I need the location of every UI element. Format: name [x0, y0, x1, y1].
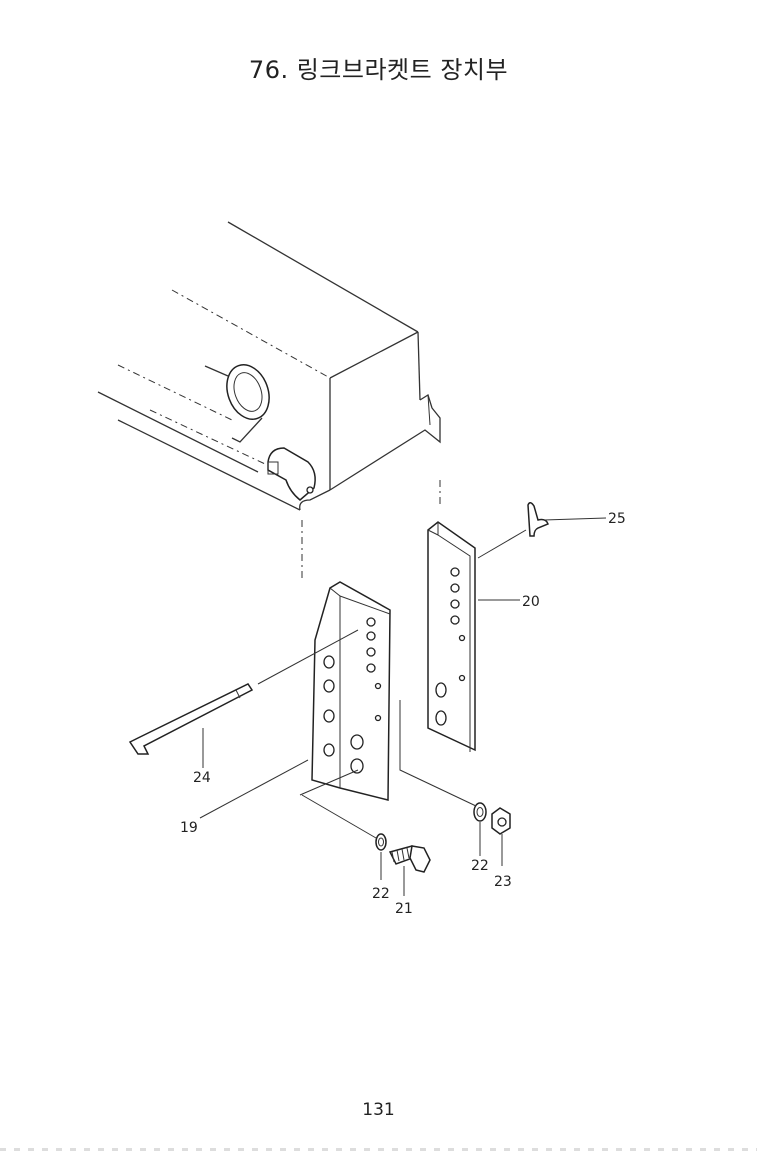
page-number: 131 — [362, 1100, 395, 1120]
callout-21: 21 — [395, 901, 413, 917]
callout-25: 25 — [608, 511, 626, 527]
callout-22-left: 22 — [372, 886, 390, 902]
callout-22-right: 22 — [471, 858, 489, 874]
part-20-plate — [427, 521, 476, 752]
callout-23: 23 — [494, 874, 512, 890]
part-19-bracket — [311, 581, 391, 801]
part-23-nut — [399, 700, 511, 866]
page-title: 76. 링크브라켓트 장치부 — [248, 56, 509, 84]
callout-19: 19 — [180, 820, 198, 836]
callout-20: 20 — [522, 594, 540, 610]
leader-25 — [543, 517, 607, 521]
scan-edge — [0, 1148, 757, 1151]
part-25-clip — [477, 502, 549, 559]
leader-19 — [199, 759, 309, 819]
part-21-bolt — [301, 794, 431, 896]
part-24-pin — [128, 629, 359, 768]
housing-body — [97, 221, 441, 580]
callout-24: 24 — [193, 770, 211, 786]
